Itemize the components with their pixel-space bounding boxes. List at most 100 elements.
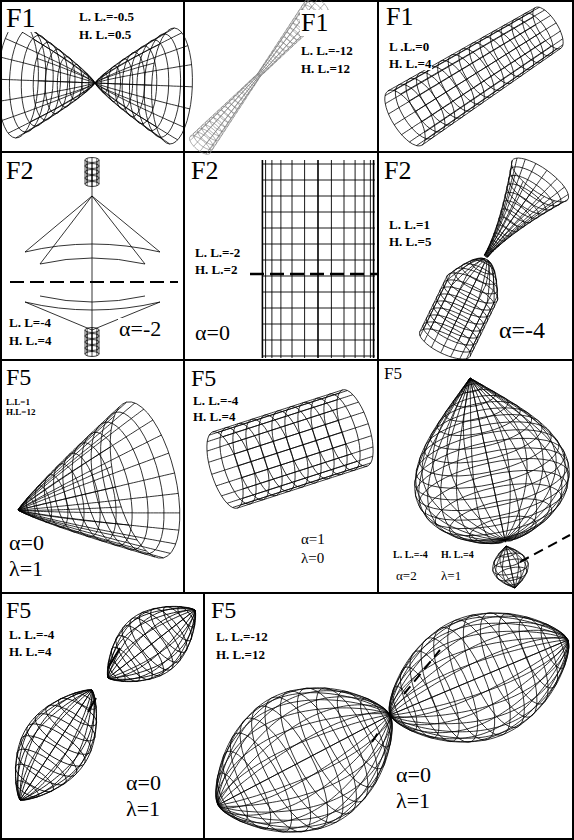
wire-line bbox=[108, 610, 195, 680]
limit-label: H. L.=12 bbox=[215, 648, 266, 661]
limit-label: H. L.=4 bbox=[388, 57, 432, 70]
wire-line bbox=[402, 41, 546, 135]
wire-line bbox=[18, 453, 169, 510]
wire-line bbox=[304, 160, 305, 358]
wire-line bbox=[389, 638, 568, 715]
wire-line bbox=[390, 640, 568, 742]
wire-line bbox=[292, 160, 293, 358]
wire-line bbox=[218, 715, 392, 812]
wire-line bbox=[470, 378, 565, 540]
wire-line bbox=[87, 158, 88, 182]
wire-line bbox=[389, 631, 568, 715]
wire-line bbox=[218, 691, 390, 805]
wire-line bbox=[218, 715, 392, 820]
wire-line bbox=[25, 196, 160, 264]
wire-line bbox=[38, 59, 192, 83]
limit-label: L. L.=-0.5 bbox=[78, 10, 135, 23]
wire-line bbox=[92, 168, 93, 352]
wire-line bbox=[20, 690, 97, 800]
wire-line bbox=[108, 608, 195, 678]
wire-line bbox=[372, 650, 440, 742]
wire-line bbox=[487, 202, 563, 257]
wire-line bbox=[20, 690, 95, 800]
wire-line bbox=[493, 546, 515, 588]
limit-label: H.L=12 bbox=[5, 408, 36, 417]
wire-line bbox=[92, 158, 93, 182]
wire-line bbox=[20, 690, 96, 800]
wire-line bbox=[370, 160, 371, 358]
wire-line bbox=[355, 160, 356, 358]
wire-line bbox=[108, 610, 195, 678]
wire-line bbox=[18, 420, 153, 510]
wire-line bbox=[20, 690, 92, 800]
limit-label: H. L.=0.5 bbox=[78, 28, 132, 41]
wire-line bbox=[218, 715, 390, 808]
wire-line bbox=[390, 630, 568, 715]
function-label: F5 bbox=[5, 598, 32, 622]
wire-line bbox=[16, 83, 170, 144]
wire-line bbox=[108, 610, 195, 678]
wire-line bbox=[385, 17, 533, 103]
wire-line bbox=[485, 181, 523, 256]
wire-line bbox=[364, 160, 365, 358]
wire-line bbox=[92, 328, 93, 352]
limit-label: L. L.=-12 bbox=[300, 44, 354, 57]
wire-line bbox=[233, 466, 363, 508]
wire-line bbox=[262, 356, 375, 357]
wire-line bbox=[470, 378, 506, 542]
wire-line bbox=[24, 83, 178, 140]
wire-line bbox=[390, 640, 569, 738]
wire-line bbox=[16, 690, 92, 800]
wire-line bbox=[262, 212, 375, 213]
wire-line bbox=[108, 610, 195, 682]
limit-label: L. L.=-2 bbox=[194, 246, 241, 259]
wire-line bbox=[262, 308, 375, 309]
wire-line bbox=[216, 708, 390, 805]
wire-line bbox=[108, 610, 195, 678]
wire-line bbox=[218, 715, 392, 827]
wire-line bbox=[20, 690, 92, 800]
wire-line bbox=[0, 57, 154, 83]
wire-line bbox=[96, 158, 97, 182]
function-label: F1 bbox=[5, 4, 37, 32]
wire-line bbox=[390, 616, 568, 715]
function-label: F1 bbox=[300, 10, 329, 36]
wire-line bbox=[250, 273, 378, 276]
limit-label: L. L.=-4 bbox=[392, 550, 429, 560]
wire-line bbox=[18, 407, 120, 510]
wire-line bbox=[227, 461, 357, 503]
wire-line bbox=[262, 292, 375, 293]
wire-line bbox=[16, 690, 93, 800]
wire-line bbox=[217, 689, 390, 806]
wire-line bbox=[190, 0, 308, 137]
wire-line bbox=[416, 378, 505, 540]
wire-line bbox=[439, 259, 485, 332]
wire-line bbox=[222, 454, 352, 496]
wire-line bbox=[20, 690, 92, 800]
wire-line bbox=[470, 378, 562, 540]
parameter-label: λ=1 bbox=[440, 569, 462, 582]
wire-line bbox=[470, 378, 537, 540]
wire-line bbox=[18, 467, 112, 510]
wire-line bbox=[417, 49, 557, 146]
wire-line bbox=[390, 640, 568, 739]
parameter-label: λ=1 bbox=[125, 798, 161, 820]
limit-label: H. L.=4 bbox=[440, 550, 475, 560]
wire-line bbox=[194, 6, 312, 146]
wire-line bbox=[506, 546, 519, 588]
wire-line bbox=[218, 715, 390, 815]
wire-line bbox=[390, 640, 568, 733]
wire-line bbox=[209, 420, 339, 462]
wire-line bbox=[108, 610, 195, 678]
wire-line bbox=[34, 40, 188, 83]
wire-line bbox=[373, 160, 375, 358]
limit-label: L.L=1 bbox=[5, 398, 31, 407]
wire-line bbox=[503, 546, 516, 588]
wire-line bbox=[262, 260, 375, 261]
function-label: F5 bbox=[210, 598, 237, 622]
wire-line bbox=[18, 447, 110, 510]
parameter-label: α=2 bbox=[395, 569, 418, 582]
wire-line bbox=[389, 25, 536, 114]
wire-line bbox=[520, 535, 570, 562]
limit-label: L. L.=-4 bbox=[8, 628, 55, 641]
